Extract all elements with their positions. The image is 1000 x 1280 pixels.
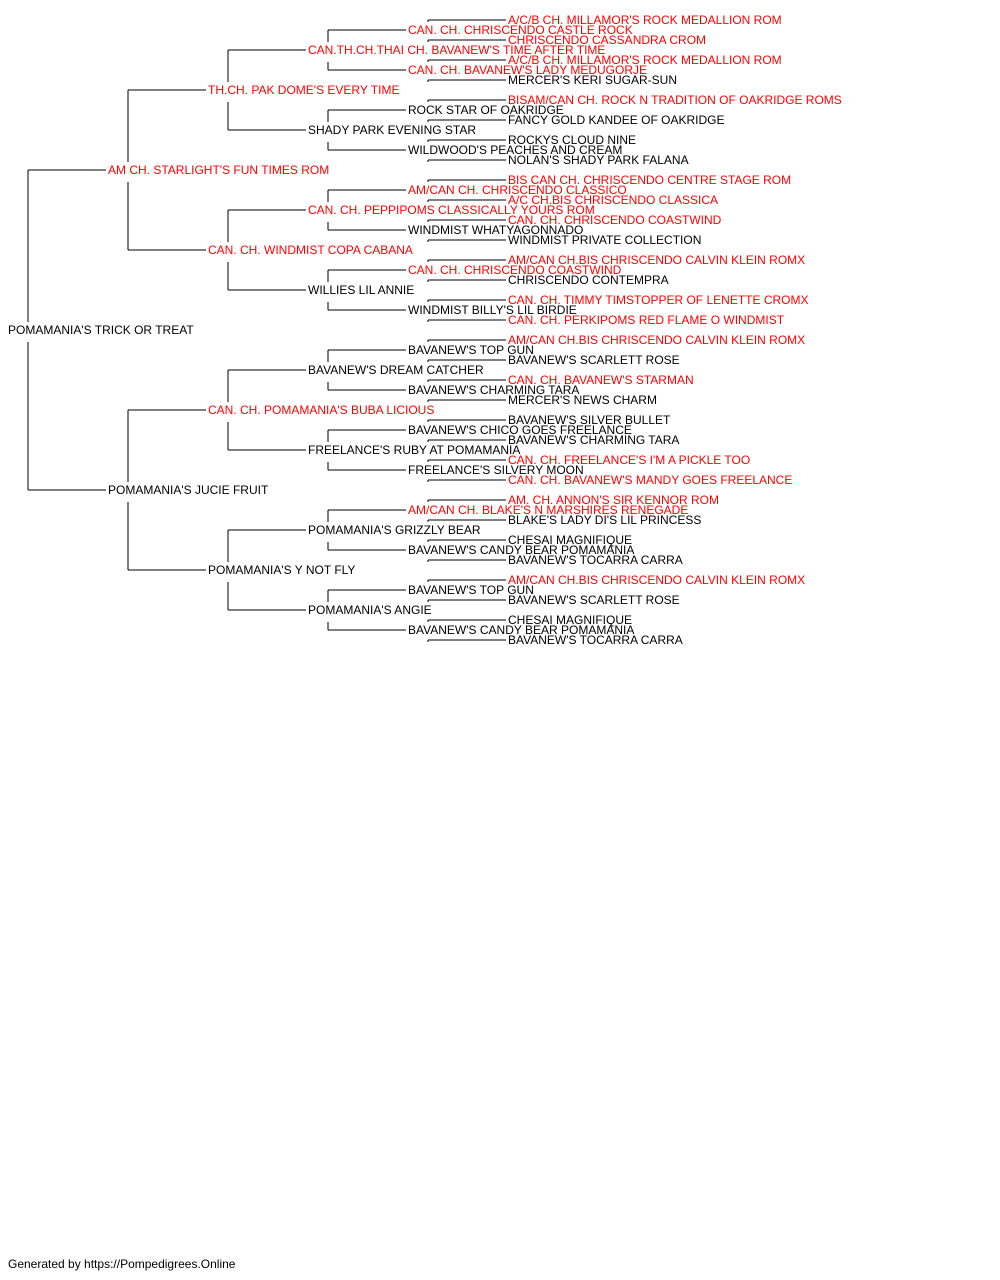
pedigree-name-gen5: CAN. CH. PERKIPOMS RED FLAME O WINDMIST (508, 313, 785, 327)
pedigree-name-gen5: CAN. CH. BAVANEW'S MANDY GOES FREELANCE (508, 473, 792, 487)
pedigree-name-gen5: NOLAN'S SHADY PARK FALANA (508, 153, 689, 167)
pedigree-connectors (27, 19, 506, 642)
pedigree-name-gen4: BAVANEW'S TOP GUN (408, 583, 534, 597)
pedigree-name-gen5: BLAKE'S LADY DI'S LIL PRINCESS (508, 513, 701, 527)
pedigree-name-gen5: CAN. CH. CHRISCENDO COASTWIND (508, 213, 722, 227)
pedigree-name-gen5: CHRISCENDO CASSANDRA CROM (508, 33, 706, 47)
pedigree-name-gen5: MERCER'S KERI SUGAR-SUN (508, 73, 677, 87)
pedigree-name-gen4: WINDMIST BILLY'S LIL BIRDIE (408, 303, 577, 317)
pedigree-name-gen5: BAVANEW'S TOCARRA CARRA (508, 553, 683, 567)
pedigree-name-gen5: BIS CAN CH. CHRISCENDO CENTRE STAGE ROM (508, 173, 791, 187)
pedigree-name-gen4: CAN. CH. BAVANEW'S LADY MEDUGORJE (408, 63, 647, 77)
pedigree-name-gen5: ROCKYS CLOUD NINE (508, 133, 636, 147)
pedigree-name-gen3: CAN. CH. PEPPIPOMS CLASSICALLY YOURS ROM (308, 203, 595, 217)
pedigree-name-gen4: ROCK STAR OF OAKRIDGE (408, 103, 564, 117)
pedigree-name-gen1: POMAMANIA'S JUCIE FRUIT (108, 483, 269, 497)
pedigree-name-gen2: POMAMANIA'S Y NOT FLY (208, 563, 355, 577)
pedigree-name-gen5: A/C CH.BIS CHRISCENDO CLASSICA (508, 193, 718, 207)
pedigree-name-gen5: CAN. CH. FREELANCE'S I'M A PICKLE TOO (508, 453, 750, 467)
pedigree-name-gen4: BAVANEW'S TOP GUN (408, 343, 534, 357)
pedigree-name-gen5: BAVANEW'S CHARMING TARA (508, 433, 679, 447)
pedigree-name-gen5: BISAM/CAN CH. ROCK N TRADITION OF OAKRID… (508, 93, 842, 107)
pedigree-name-gen3: SHADY PARK EVENING STAR (308, 123, 476, 137)
pedigree-name-gen5: A/C/B CH. MILLAMOR'S ROCK MEDALLION ROM (508, 53, 782, 67)
pedigree-name-gen2: CAN. CH. WINDMIST COPA CABANA (208, 243, 413, 257)
pedigree-labels: POMAMANIA'S TRICK OR TREAT AM CH. STARLIG… (8, 13, 842, 647)
pedigree-name-gen5: AM/CAN CH.BIS CHRISCENDO CALVIN KLEIN RO… (508, 333, 805, 347)
pedigree-name-gen5: BAVANEW'S SCARLETT ROSE (508, 593, 680, 607)
pedigree-name-gen4: CAN. CH. CHRISCENDO CASTLE ROCK (408, 23, 633, 37)
pedigree-name-gen5: AM. CH. ANNON'S SIR KENNOR ROM (508, 493, 719, 507)
pedigree-name-gen5: BAVANEW'S TOCARRA CARRA (508, 633, 683, 647)
pedigree-name-gen5: CHESAI MAGNIFIQUE (508, 533, 632, 547)
pedigree-name-gen3: WILLIES LIL ANNIE (308, 283, 414, 297)
pedigree-name-gen5: AM/CAN CH.BIS CHRISCENDO CALVIN KLEIN RO… (508, 253, 805, 267)
pedigree-name-gen5: AM/CAN CH.BIS CHRISCENDO CALVIN KLEIN RO… (508, 573, 805, 587)
pedigree-name-gen4: BAVANEW'S CHARMING TARA (408, 383, 579, 397)
pedigree-name-gen4: BAVANEW'S CHICO GOES FREELANCE (408, 423, 632, 437)
pedigree-name-gen3: FREELANCE'S RUBY AT POMAMANIA (308, 443, 520, 457)
pedigree-name-gen5: MERCER'S NEWS CHARM (508, 393, 657, 407)
pedigree-name-gen3: CAN.TH.CH.THAI CH. BAVANEW'S TIME AFTER … (308, 43, 605, 57)
pedigree-name-gen5: WINDMIST PRIVATE COLLECTION (508, 233, 701, 247)
pedigree-name-gen5: A/C/B CH. MILLAMOR'S ROCK MEDALLION ROM (508, 13, 782, 27)
pedigree-name-gen5: CAN. CH. TIMMY TIMSTOPPER OF LENETTE CRO… (508, 293, 808, 307)
pedigree-name-gen5: CHRISCENDO CONTEMPRA (508, 273, 669, 287)
pedigree-name-gen4: FREELANCE'S SILVERY MOON (408, 463, 584, 477)
pedigree-name-gen4: BAVANEW'S CANDY BEAR POMAMANIA (408, 623, 634, 637)
pedigree-name-gen4: AM/CAN CH. CHRISCENDO CLASSICO (408, 183, 627, 197)
pedigree-name-gen5: BAVANEW'S SILVER BULLET (508, 413, 671, 427)
pedigree-name-gen3: POMAMANIA'S GRIZZLY BEAR (308, 523, 481, 537)
pedigree-name-gen0: POMAMANIA'S TRICK OR TREAT (8, 323, 194, 337)
pedigree-name-gen1: AM CH. STARLIGHT'S FUN TIMES ROM (108, 163, 329, 177)
pedigree-name-gen5: CAN. CH. BAVANEW'S STARMAN (508, 373, 694, 387)
pedigree-name-gen4: WILDWOOD'S PEACHES AND CREAM (408, 143, 622, 157)
footer-credit: Generated by https://Pompedigrees.Online (8, 1257, 236, 1271)
pedigree-name-gen5: CHESAI MAGNIFIQUE (508, 613, 632, 627)
pedigree-name-gen2: CAN. CH. POMAMANIA'S BUBA LICIOUS (208, 403, 434, 417)
pedigree-name-gen3: BAVANEW'S DREAM CATCHER (308, 363, 484, 377)
pedigree-name-gen4: CAN. CH. CHRISCENDO COASTWIND (408, 263, 622, 277)
pedigree-name-gen4: AM/CAN CH. BLAKE'S N MARSHIRES RENEGADE (408, 503, 688, 517)
pedigree-name-gen5: FANCY GOLD KANDEE OF OAKRIDGE (508, 113, 725, 127)
pedigree-name-gen5: BAVANEW'S SCARLETT ROSE (508, 353, 680, 367)
pedigree-name-gen3: POMAMANIA'S ANGIE (308, 603, 432, 617)
pedigree-name-gen4: BAVANEW'S CANDY BEAR POMAMANIA (408, 543, 634, 557)
pedigree-name-gen4: WINDMIST WHATYAGONNADO (408, 223, 583, 237)
pedigree-name-gen2: TH.CH. PAK DOME'S EVERY TIME (208, 83, 399, 97)
